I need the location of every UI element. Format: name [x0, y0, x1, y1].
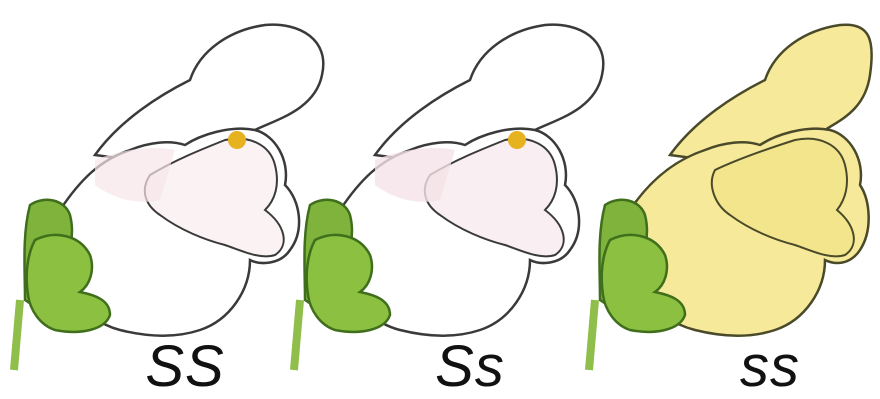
genotype-label-ss-heterozygous: Ss — [410, 338, 530, 396]
flower-panel-ss-heterozygous: Ss — [280, 0, 573, 398]
flower-panel-ss-recessive: ss — [575, 0, 868, 398]
stem — [294, 300, 300, 370]
genotype-label-ss-dominant: SS — [125, 338, 245, 396]
stem — [589, 300, 595, 370]
flower-panel-ss-homozygous-dominant: SS — [0, 0, 293, 398]
genotype-label-ss-recessive: ss — [710, 338, 830, 396]
yellow-spot — [508, 131, 526, 149]
yellow-spot — [228, 131, 246, 149]
stem — [14, 300, 20, 370]
